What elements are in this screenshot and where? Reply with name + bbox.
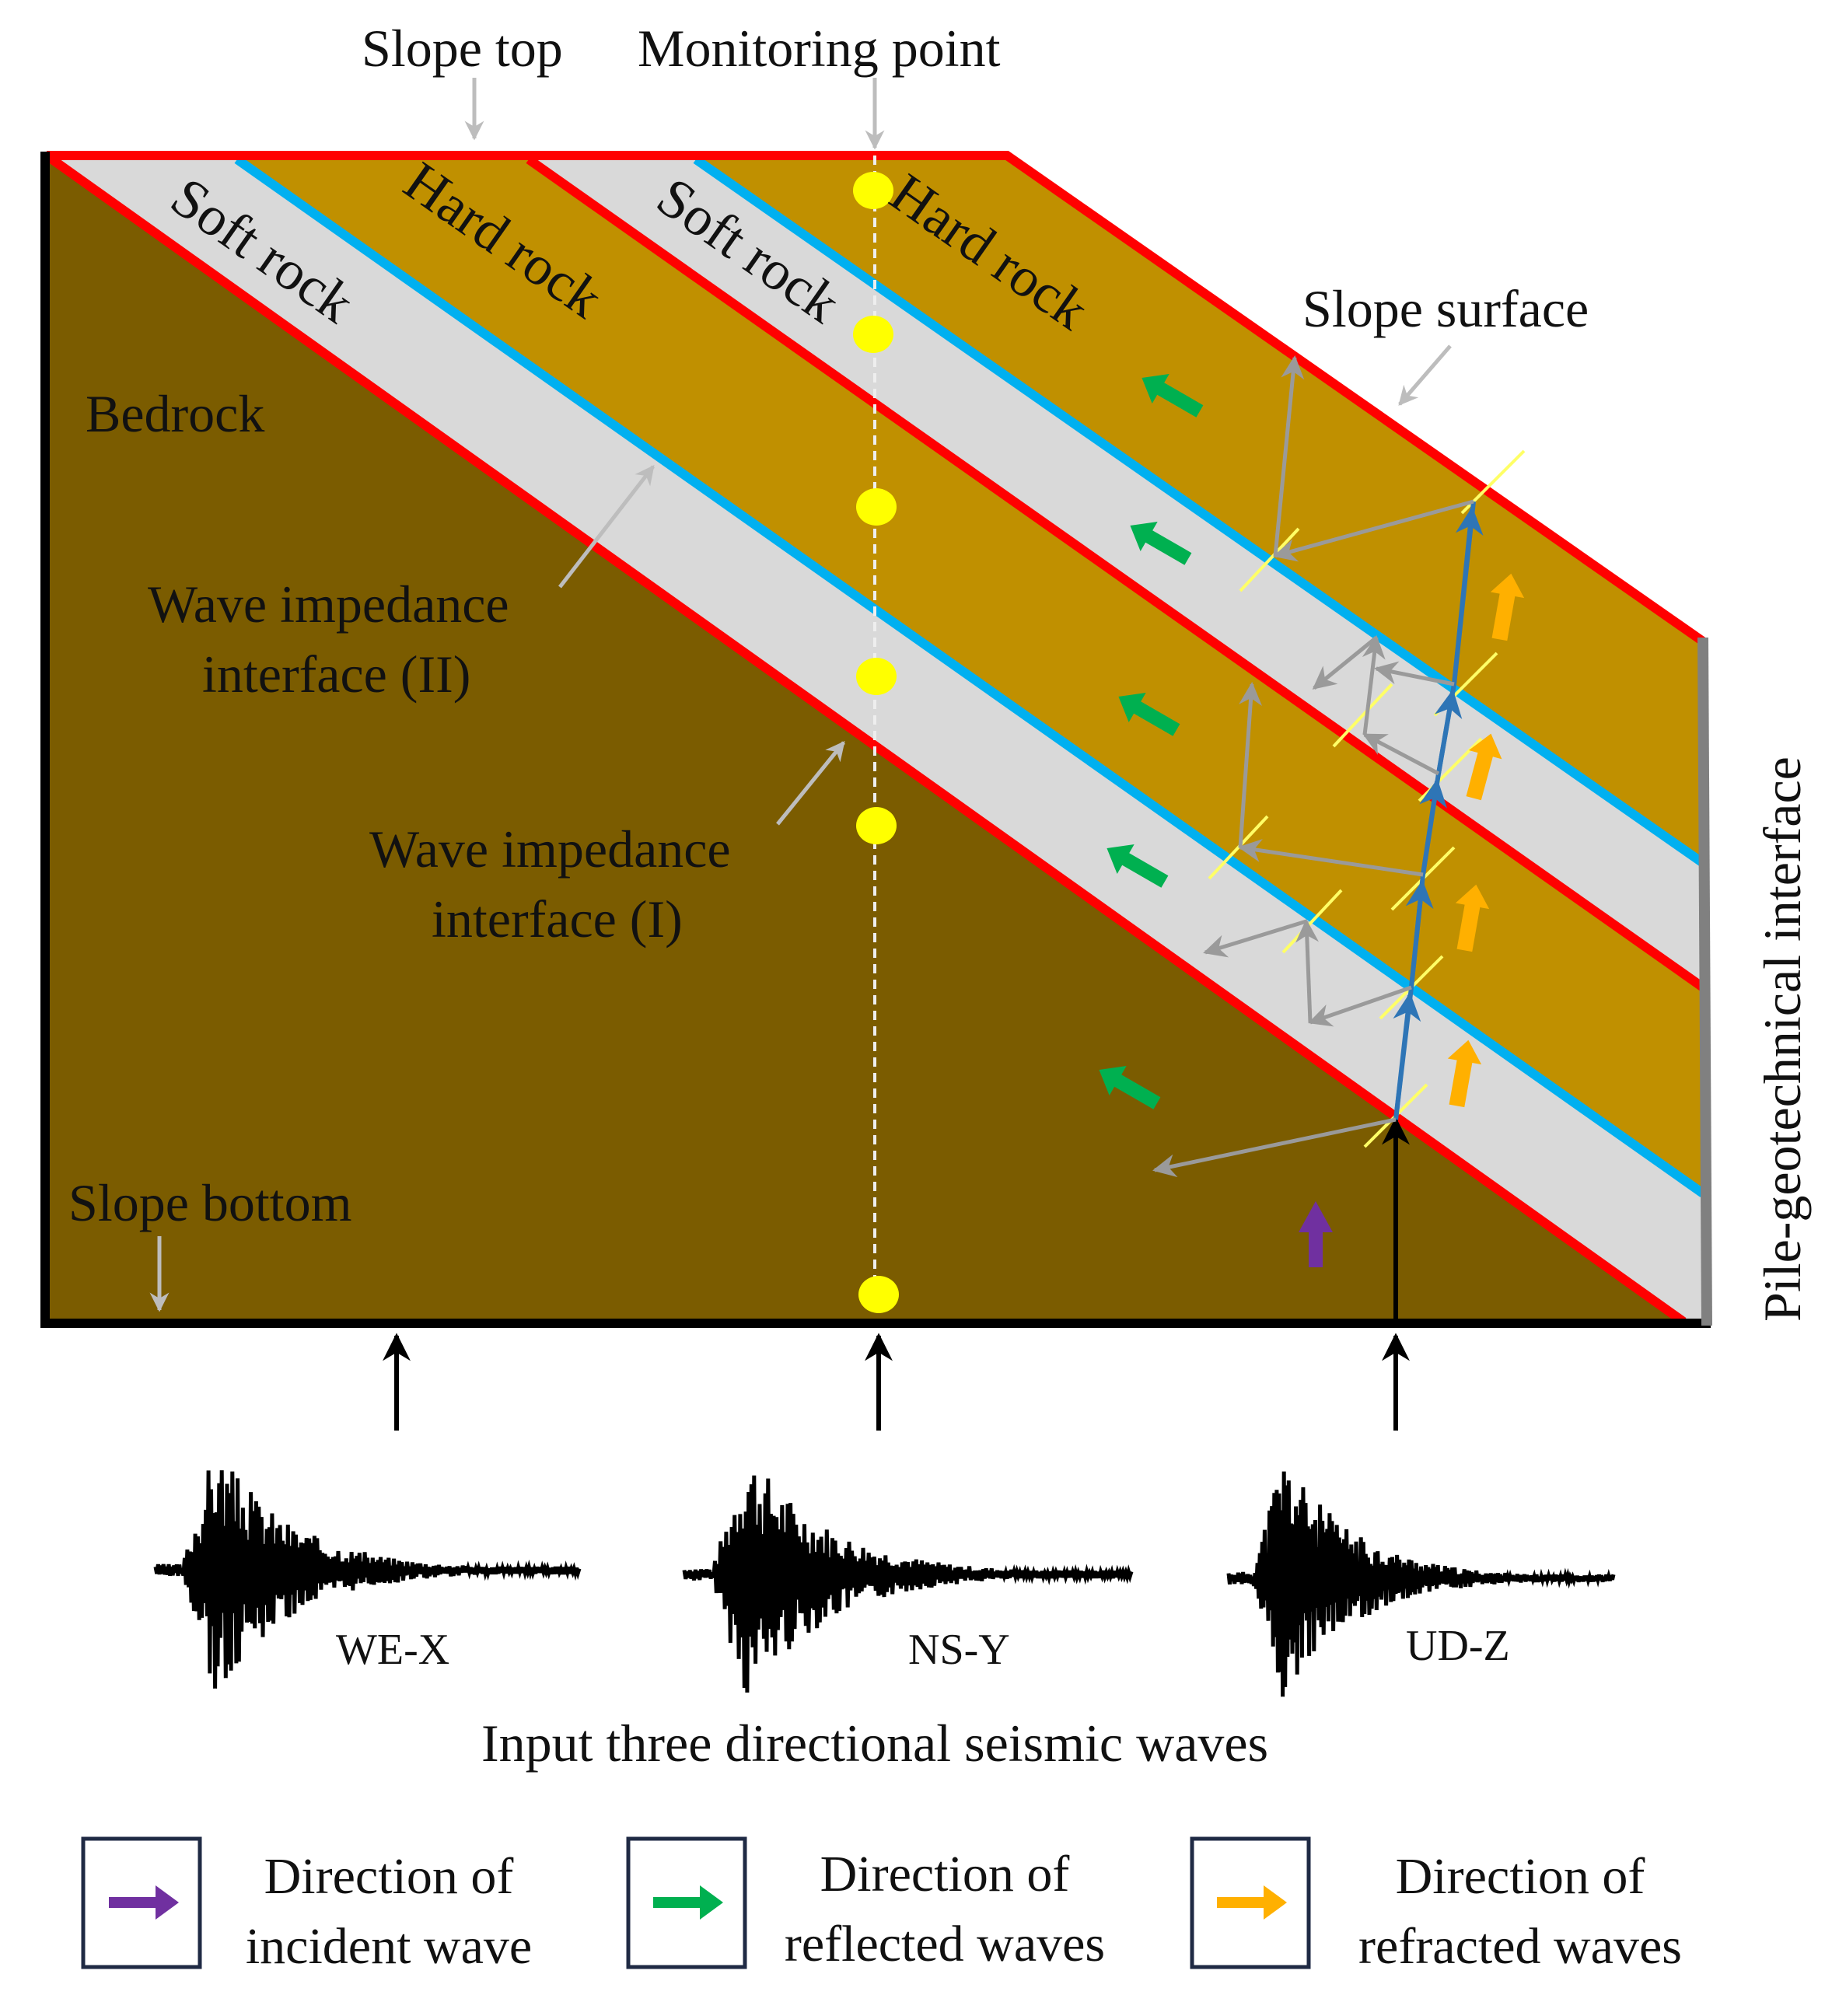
interface-1-label-line1: Wave impedance xyxy=(369,819,731,879)
slope-top-label: Slope top xyxy=(362,19,563,78)
bedrock-label: Bedrock xyxy=(86,384,264,443)
legend-refracted-line1: Direction of xyxy=(1396,1848,1645,1905)
monitoring-point xyxy=(856,658,897,695)
legend-incident-line2: incident wave xyxy=(246,1918,532,1975)
interface-blue-2 xyxy=(693,155,1706,867)
interface-1-label-line2: interface (I) xyxy=(432,889,683,949)
monitoring-point xyxy=(856,807,897,844)
label-pointers xyxy=(149,78,1452,1312)
interface-2-label-line1: Wave impedance xyxy=(148,575,509,634)
monitoring-point xyxy=(858,1276,899,1313)
seismic-waveform xyxy=(153,1470,582,1689)
wave-label-ns-y: NS-Y xyxy=(908,1626,1010,1674)
pile-interface-line xyxy=(1697,637,1712,1326)
incident-wave-arrow xyxy=(1299,1201,1333,1267)
interface-red-bottom xyxy=(44,152,1687,1326)
input-arrows xyxy=(383,1333,1410,1431)
legend-reflected-line2: reflected waves xyxy=(785,1916,1105,1972)
reflected-wave-arrows xyxy=(1099,373,1204,1109)
pile-interface-label: Pile-geotechnical interface xyxy=(1753,756,1812,1322)
interface-2-label-line2: interface (II) xyxy=(202,645,470,704)
monitoring-point xyxy=(853,172,893,209)
slope-surface-label: Slope surface xyxy=(1302,279,1589,338)
interface-blue-1 xyxy=(234,155,1706,1197)
seismic-waveform xyxy=(1226,1471,1616,1697)
monitoring-points xyxy=(853,172,899,1313)
monitoring-point xyxy=(856,488,897,526)
input-caption: Input three directional seismic waves xyxy=(481,1714,1268,1773)
legend-item-refracted: Direction of refracted waves xyxy=(1190,1836,1682,1975)
legend-incident-line1: Direction of xyxy=(264,1848,514,1905)
slope-surface-line xyxy=(47,151,1706,645)
wave-label-ud-z: UD-Z xyxy=(1406,1622,1510,1670)
monitoring-point-label: Monitoring point xyxy=(638,19,1001,78)
legend-item-reflected: Direction of reflected waves xyxy=(626,1836,1105,1972)
seismic-waveform xyxy=(682,1475,1134,1693)
refracted-ray-arrows xyxy=(1393,506,1484,1120)
interface-red-middle xyxy=(526,155,1706,991)
legend-refracted-line2: refracted waves xyxy=(1358,1918,1682,1975)
legend: Direction of incident wave Direction of … xyxy=(81,1836,1682,1975)
seismic-waveforms xyxy=(153,1470,1616,1697)
reflected-ray-arrows xyxy=(1152,355,1474,1178)
legend-reflected-line1: Direction of xyxy=(820,1846,1070,1902)
refracted-wave-arrows xyxy=(1447,573,1525,1108)
slope-bottom-label: Slope bottom xyxy=(68,1173,352,1232)
monitoring-point xyxy=(853,316,893,353)
wave-label-we-x: WE-X xyxy=(336,1626,449,1674)
legend-item-incident: Direction of incident wave xyxy=(81,1836,532,1975)
